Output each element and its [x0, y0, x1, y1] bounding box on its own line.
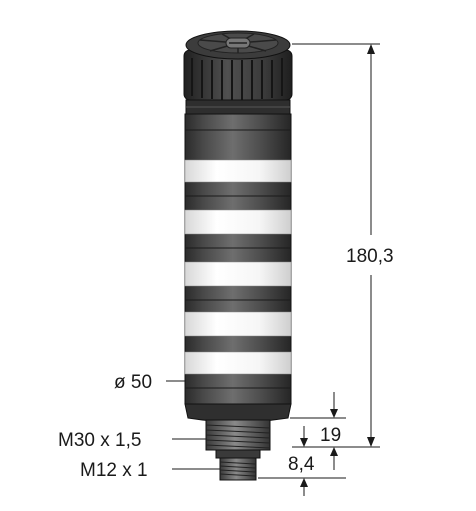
dimension-thread-connector: M12 x 1: [80, 460, 220, 481]
dimension-thread-length: 19: [290, 392, 346, 447]
tower-body: [183, 30, 293, 481]
light-ring-4: [184, 311, 292, 337]
dimension-connector-length: 8,4: [258, 447, 346, 496]
connector-length-label: 8,4: [288, 454, 315, 475]
thread-m30: [205, 419, 271, 451]
light-ring-3: [184, 261, 292, 287]
dimension-diameter: ø 50: [114, 372, 185, 393]
light-ring-1: [184, 159, 292, 183]
light-ring-2: [184, 209, 292, 235]
dimension-thread-main: M30 x 1,5: [58, 430, 206, 451]
tower-cap: [183, 30, 293, 101]
light-ring-5: [184, 351, 292, 375]
thread-length-label: 19: [320, 425, 341, 446]
height-label: 180,3: [346, 246, 394, 267]
diameter-label: ø 50: [114, 372, 152, 393]
connector-m12: [215, 449, 261, 481]
tower-base: [184, 403, 292, 423]
thread-connector-label: M12 x 1: [80, 460, 148, 481]
dimension-height: 180,3: [292, 43, 394, 448]
light-rings: [184, 159, 292, 375]
thread-main-label: M30 x 1,5: [58, 430, 141, 451]
